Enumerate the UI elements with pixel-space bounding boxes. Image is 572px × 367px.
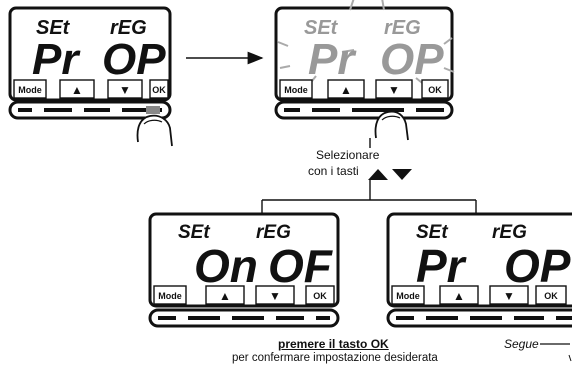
panel-frame: [8, 6, 172, 102]
display-panel-3: SEt rEG On OF Mode ▲ ▼ OK: [148, 212, 340, 328]
up-button[interactable]: [439, 285, 479, 305]
ok-button[interactable]: [421, 79, 449, 99]
confirm-caption: per confermare impostazione desiderata: [232, 352, 438, 364]
mode-button[interactable]: [153, 285, 187, 305]
down-arrow-icon: ▼: [388, 83, 400, 97]
lcd-top-right: rEG: [492, 222, 527, 243]
panel-frame: [386, 212, 572, 308]
ok-button-label: OK: [313, 291, 327, 301]
down-button[interactable]: [255, 285, 295, 305]
lcd-top-left: SEt: [36, 17, 71, 39]
lcd-main-right: OF: [268, 240, 334, 292]
lcd-top-right: rEG: [384, 17, 421, 39]
ok-button-label: OK: [544, 291, 558, 301]
down-button[interactable]: [375, 79, 413, 99]
slider-strip: [274, 100, 454, 120]
button-row: Mode ▲ ▼ OK: [391, 285, 567, 305]
mode-button-label: Mode: [18, 85, 42, 95]
down-arrow-icon: ▼: [269, 289, 281, 303]
mode-button-label: Mode: [158, 291, 182, 301]
select-caption-line2: con i tasti: [308, 164, 359, 178]
display-panel-2: SEt rEG Pr OP Mode ▲ ▼ OK: [274, 0, 455, 141]
panel-frame: [274, 6, 454, 102]
down-arrow-icon: ▼: [119, 83, 131, 97]
lcd-top-left: SEt: [304, 17, 339, 39]
lcd-main-right: OP: [504, 240, 571, 292]
ok-button[interactable]: [305, 285, 335, 305]
button-row: Mode ▲ ▼ OK: [13, 79, 169, 99]
mode-button[interactable]: [13, 79, 47, 99]
slider-strip: [8, 100, 172, 120]
finger-icon: [136, 114, 173, 147]
down-button[interactable]: [489, 285, 529, 305]
button-row: Mode ▲ ▼ OK: [279, 79, 449, 99]
up-arrow-icon: ▲: [71, 83, 83, 97]
lcd-main-left: Pr: [416, 240, 467, 292]
down-arrow-icon: ▼: [503, 289, 515, 303]
up-arrow-icon: ▲: [340, 83, 352, 97]
slider-strip: [386, 308, 572, 328]
lcd-top-left: SEt: [178, 222, 210, 243]
blink-rays: [277, 0, 455, 87]
mode-button[interactable]: [391, 285, 425, 305]
lcd-top-left: SEt: [416, 222, 448, 243]
mode-button[interactable]: [279, 79, 313, 99]
panel-frame: [148, 212, 340, 308]
up-button[interactable]: [205, 285, 245, 305]
lcd-main-left: Pr: [32, 35, 81, 84]
slider-strip: [148, 308, 340, 328]
lcd-top-right: rEG: [110, 17, 147, 39]
select-caption-line1: Selezionare: [316, 148, 380, 162]
display-panel-4: SEt rEG Pr OP Mode ▲ ▼ OK: [386, 212, 572, 328]
display-panel-1: SEt rEG Pr OP Mode ▲ ▼ OK: [8, 6, 173, 147]
lcd-main-right: OP: [380, 35, 444, 84]
up-button[interactable]: [59, 79, 95, 99]
lcd-top-right: rEG: [256, 222, 291, 243]
down-button[interactable]: [107, 79, 143, 99]
lcd-main-left: On: [194, 240, 258, 292]
ok-button-label: OK: [428, 85, 442, 95]
up-arrow-icon: ▲: [219, 289, 231, 303]
finger-icon: [374, 110, 409, 141]
up-arrow-icon: ▲: [453, 289, 465, 303]
up-button[interactable]: [327, 79, 365, 99]
mode-button-label: Mode: [284, 85, 308, 95]
continue-caption: Segue: [504, 337, 539, 351]
button-row: Mode ▲ ▼ OK: [153, 285, 335, 305]
ok-button[interactable]: [149, 79, 169, 99]
up-down-arrows-icon: [368, 169, 412, 180]
ok-button-label: OK: [152, 85, 166, 95]
lcd-main-right: OP: [102, 35, 166, 84]
ok-button[interactable]: [535, 285, 567, 305]
continue-tick: [568, 354, 572, 362]
lcd-main-left: Pr: [308, 35, 357, 84]
mode-button-label: Mode: [396, 291, 420, 301]
press-ok-caption: premere il tasto OK: [278, 337, 389, 351]
